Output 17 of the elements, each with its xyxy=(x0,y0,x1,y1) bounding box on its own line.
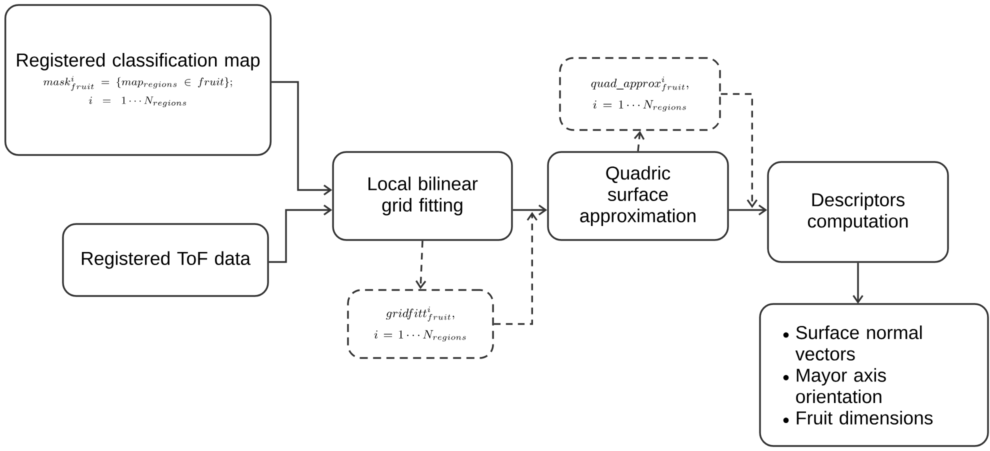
result-box: Surface normal vectors Mayor axis orientation Fruit dimensions xyxy=(759,303,989,447)
arrow xyxy=(728,204,768,216)
input-box: Registered classification map $mask^{i}_{fruit} = \{map_{regions} \in fruit\};$ $i = 1 \cdots N_{regions}$ xyxy=(4,4,272,156)
input-box: Registered ToF data xyxy=(62,223,269,297)
arrow xyxy=(852,262,864,304)
process-box: Descriptors computation xyxy=(767,161,949,263)
arrow xyxy=(272,81,332,196)
arrow xyxy=(415,240,426,290)
output-box: $gridfitt^{i}_{fruit},$ $i = 1 \cdots N_{regions}$ xyxy=(347,289,494,359)
arrow xyxy=(268,204,332,263)
process-box: Local bilinear grid fitting xyxy=(332,151,513,241)
arrow xyxy=(720,93,758,208)
arrow xyxy=(512,204,548,216)
arrow xyxy=(494,212,538,325)
output-box: $quad\_approx^{i}_{fruit},$ $i = 1 \cdots N_{regions}$ xyxy=(559,57,721,131)
process-box: Quadric surface approximation xyxy=(547,151,729,241)
arrow xyxy=(634,130,645,152)
